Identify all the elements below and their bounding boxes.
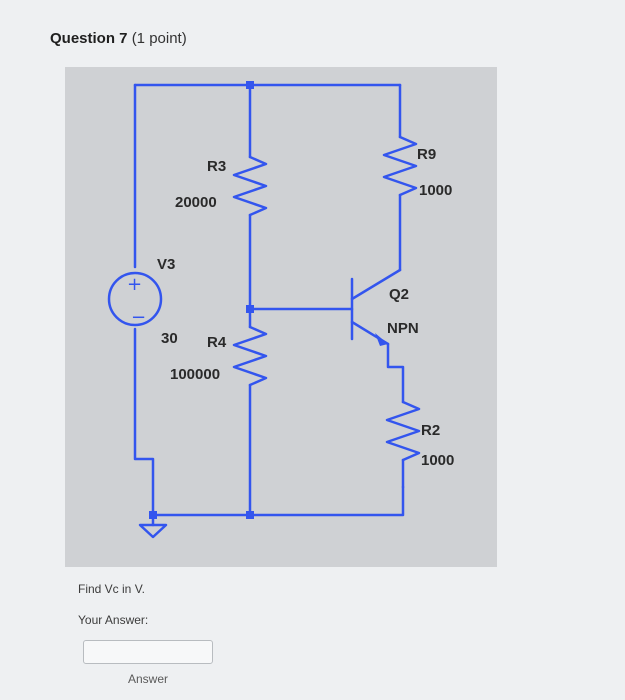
your-answer-label: Your Answer: [78, 613, 149, 627]
resistor-r2-symbol [385, 400, 421, 462]
wire-left-lower [133, 327, 155, 517]
junction-bottom [246, 511, 254, 519]
question-prompt: Find Vc in V. [78, 582, 145, 596]
resistor-r3-symbol [232, 155, 268, 217]
v3-minus-sign: − [131, 307, 146, 328]
v3-name-label: V3 [157, 256, 175, 273]
voltage-source-v3-symbol [107, 271, 163, 327]
r4-value-label: 100000 [170, 366, 220, 383]
r2-value-label: 1000 [421, 452, 454, 469]
question-points: (1 point) [131, 30, 187, 47]
q2-name-label: Q2 [389, 286, 409, 303]
answer-input[interactable] [83, 640, 213, 664]
ground-symbol [138, 523, 168, 539]
resistor-r4-symbol [232, 325, 268, 387]
q2-type-label: NPN [387, 320, 419, 337]
transistor-q2-arrow [375, 333, 388, 346]
junction-ground [149, 511, 157, 519]
v3-plus-sign: + [127, 274, 142, 295]
r4-name-label: R4 [207, 334, 227, 351]
wire-bottom [151, 485, 405, 517]
resistor-r9-symbol [382, 135, 418, 197]
question-number: Question 7 [50, 30, 128, 47]
junction-top [246, 81, 254, 89]
v3-value-label: 30 [161, 330, 178, 347]
r9-value-label: 1000 [419, 182, 452, 199]
circuit-figure: + − R3 20000 R4 100000 R9 1000 R2 1000 V… [65, 67, 497, 567]
circuit-schematic: + − R3 20000 R4 100000 R9 1000 R2 1000 V… [107, 81, 454, 539]
answer-caption: Answer [128, 672, 169, 686]
r3-name-label: R3 [207, 158, 226, 175]
r2-name-label: R2 [421, 422, 440, 439]
junction-base [246, 305, 254, 313]
r9-name-label: R9 [417, 146, 436, 163]
transistor-q2-collector [350, 268, 402, 301]
r3-value-label: 20000 [175, 194, 217, 211]
wire-emitter-to-r2 [386, 342, 405, 404]
question-title: Question 7 (1 point) [50, 30, 187, 47]
